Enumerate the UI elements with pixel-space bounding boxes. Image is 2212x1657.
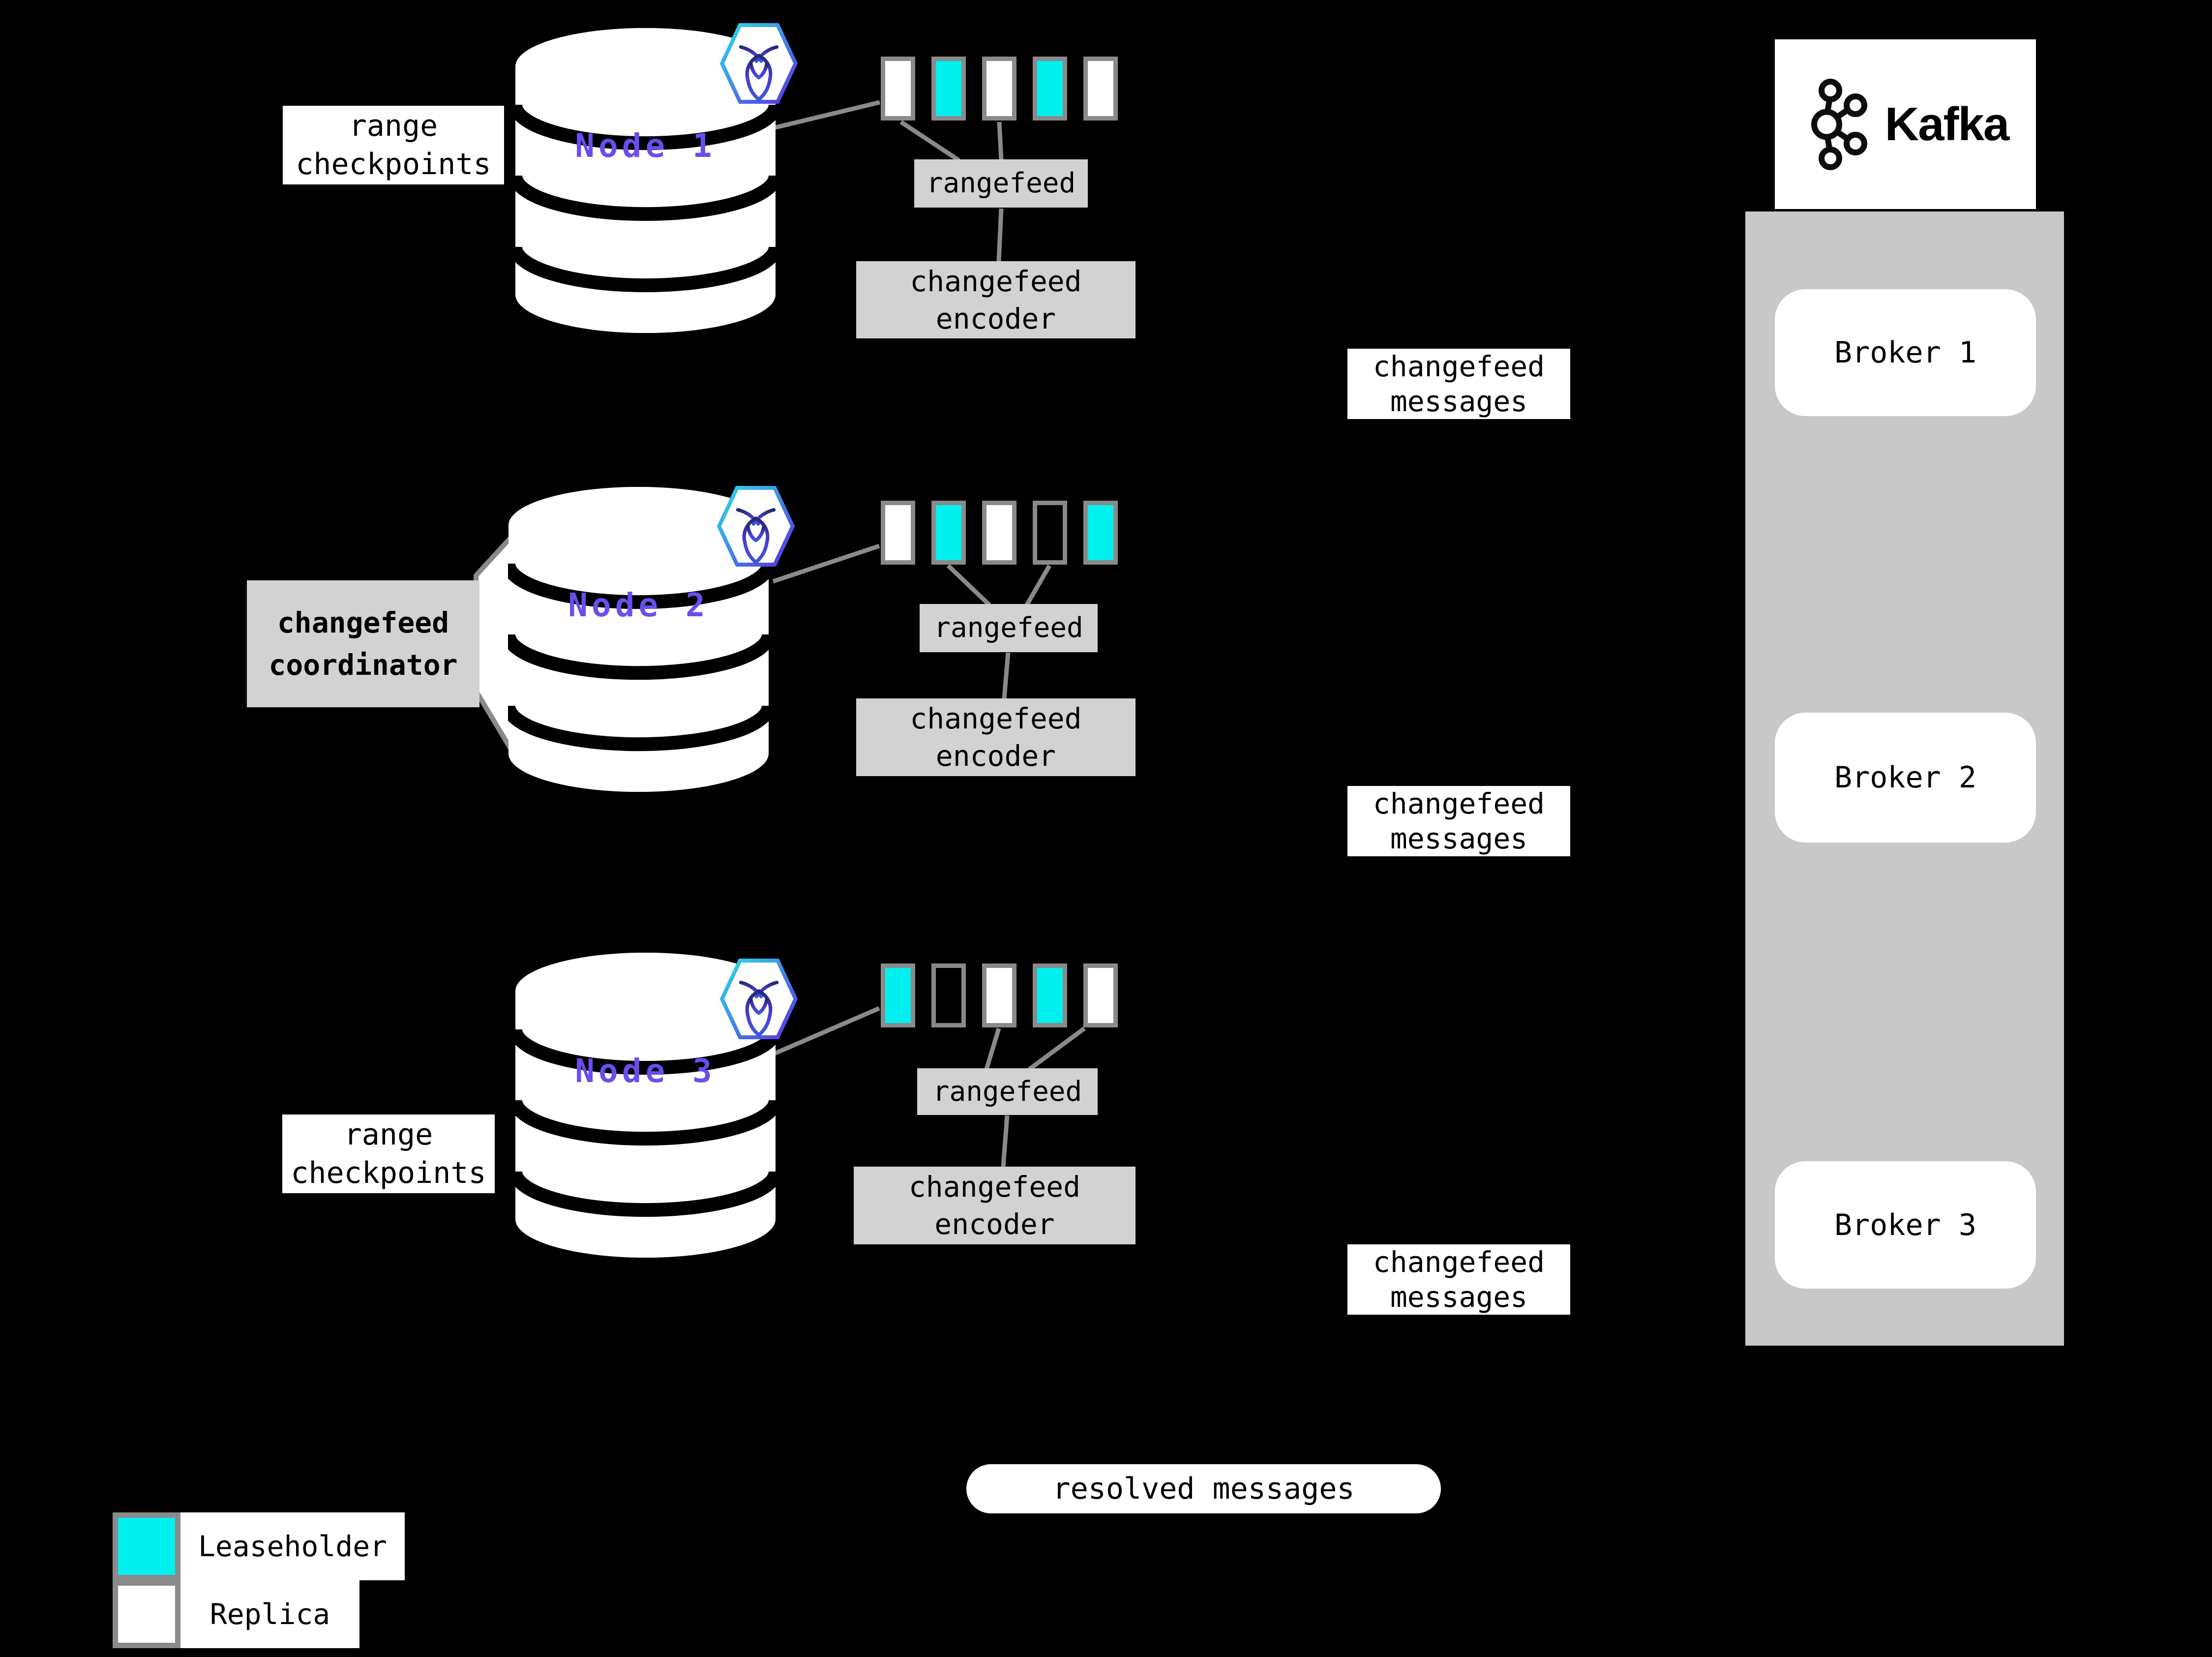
range-rect <box>1033 57 1067 121</box>
resolved-messages-label: resolved messages <box>966 1464 1441 1513</box>
kafka-logo-box: Kafka <box>1775 39 2036 209</box>
broker-box: Broker 3 <box>1775 1161 2036 1289</box>
node-name: Node 2 <box>568 586 709 624</box>
kafka-title: Kafka <box>1884 97 2009 151</box>
broker-box: Broker 2 <box>1775 713 2036 843</box>
cockroachdb-icon <box>717 485 795 567</box>
range-rect <box>982 57 1016 121</box>
legend-replica-label: Replica <box>180 1580 359 1648</box>
legend-leaseholder-swatch <box>113 1512 180 1580</box>
legend-replica-swatch <box>113 1580 180 1648</box>
range-checkpoints-label-top: range checkpoints <box>283 106 504 184</box>
node-cylinder <box>515 953 776 1258</box>
changefeed-coordinator-label: changefeed coordinator <box>247 580 479 707</box>
cockroachdb-icon <box>719 23 798 104</box>
range-rect <box>1083 964 1118 1027</box>
node-cylinder <box>515 28 776 333</box>
changefeed-messages-label: changefeed messages <box>1347 349 1570 419</box>
kafka-icon <box>1811 78 1867 170</box>
range-rect <box>982 501 1016 565</box>
changefeed-encoder-box: changefeed encoder <box>856 261 1136 338</box>
node-name: Node 3 <box>575 1052 716 1090</box>
range-rect <box>931 57 966 121</box>
rangefeed-box: rangefeed <box>917 1068 1098 1115</box>
node-cylinder <box>508 487 769 792</box>
changefeed-encoder-box: changefeed encoder <box>856 698 1136 776</box>
changefeed-messages-label: changefeed messages <box>1347 1244 1570 1315</box>
range-rect <box>1083 501 1118 565</box>
range-rect <box>1033 964 1067 1027</box>
range-rect <box>931 501 966 565</box>
range-rect <box>982 964 1016 1027</box>
range-rect <box>881 964 915 1027</box>
range-rect <box>931 964 966 1027</box>
range-rect <box>881 57 915 121</box>
legend-leaseholder-label: Leaseholder <box>180 1512 405 1580</box>
broker-box: Broker 1 <box>1775 289 2036 416</box>
cockroachdb-icon <box>719 958 798 1040</box>
rangefeed-box: rangefeed <box>920 604 1098 652</box>
range-rect <box>1033 501 1067 565</box>
range-checkpoints-label-bottom: range checkpoints <box>282 1115 495 1193</box>
range-rect <box>1083 57 1118 121</box>
node-name: Node 1 <box>575 127 716 165</box>
range-rect <box>881 501 915 565</box>
arrowhead-icon <box>2057 329 2086 355</box>
rangefeed-box: rangefeed <box>914 159 1088 208</box>
changefeed-encoder-box: changefeed encoder <box>854 1167 1136 1244</box>
changefeed-messages-label: changefeed messages <box>1347 786 1570 856</box>
